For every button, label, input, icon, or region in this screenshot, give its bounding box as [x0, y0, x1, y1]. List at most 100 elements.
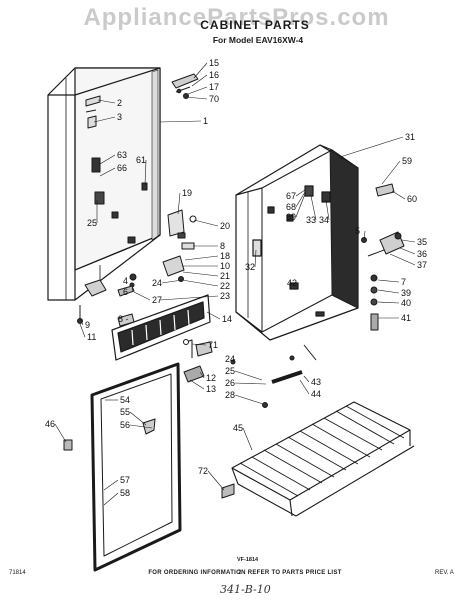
callout-leader	[103, 479, 119, 491]
callout-label: 40	[401, 298, 411, 308]
callout-leader	[363, 230, 366, 241]
callout-label: 23	[220, 291, 230, 301]
watermark: AppliancePartsPros.com	[83, 4, 390, 31]
handwritten-note: 341-B-10	[220, 583, 271, 596]
callout-label: 67	[286, 191, 296, 201]
ordering-note: FOR ORDERING INFORMATION REFER TO PARTS …	[148, 570, 342, 576]
callout-label: 17	[209, 82, 219, 92]
callout-label: 6	[123, 287, 128, 297]
callout-label: 46	[45, 419, 55, 429]
diagram-code: VF-1814	[237, 557, 259, 563]
callout-leader	[185, 96, 208, 100]
callout-label: 54	[120, 395, 130, 405]
callout-leader	[295, 189, 306, 197]
small-feet	[63, 439, 235, 499]
callout-label: 9	[85, 320, 90, 330]
callout-label: 39	[401, 288, 411, 298]
latch-parts	[183, 339, 213, 383]
lower-liner	[235, 144, 359, 341]
callout-label: 25	[225, 366, 235, 376]
callout-leader	[99, 154, 116, 165]
callout-leader	[191, 343, 207, 346]
callout-leader	[391, 190, 406, 200]
callout-label: 20	[220, 221, 230, 231]
callout-label: 7	[401, 277, 406, 287]
callout-label: 14	[222, 314, 232, 324]
callout-label: 58	[120, 488, 130, 498]
callout-leader	[125, 318, 129, 321]
callout-label: 16	[209, 70, 219, 80]
callout-leader	[339, 136, 404, 158]
callout-label: 32	[245, 262, 255, 272]
callout-leader	[129, 411, 147, 426]
callout-leader	[93, 116, 116, 123]
callout-leader	[401, 239, 416, 243]
callout-label: 56	[120, 420, 130, 430]
callout-leader	[381, 160, 401, 185]
toe-grille	[111, 294, 211, 361]
callout-label: 57	[120, 475, 130, 485]
callout-label: 13	[206, 384, 216, 394]
callout-label: 19	[182, 188, 192, 198]
callout-label: 5	[355, 226, 360, 236]
callout-leader	[234, 394, 264, 405]
callout-leader	[99, 167, 116, 177]
callout-label: 36	[417, 249, 427, 259]
callout-leader	[242, 427, 253, 451]
callout-leader	[377, 289, 400, 294]
callout-label: 35	[417, 237, 427, 247]
callout-leader	[187, 86, 208, 95]
callout-label: 26	[225, 378, 235, 388]
callout-leader	[54, 423, 67, 443]
callout-label: 60	[407, 194, 417, 204]
callout-label: 33	[306, 215, 316, 225]
callout-leader	[399, 247, 416, 255]
callout-leader	[291, 282, 298, 285]
callout-label: 28	[225, 390, 235, 400]
callout-leader	[234, 382, 267, 385]
bottom-rail	[230, 344, 317, 408]
callout-label: 21	[220, 271, 230, 281]
callout-leader	[206, 311, 221, 320]
callout-label: 24	[152, 278, 162, 288]
model-subtitle: For Model EAV16XW-4	[212, 35, 304, 45]
callout-leader	[144, 159, 147, 186]
callout-label: 68	[286, 202, 296, 212]
footer-page-id: 71814	[9, 570, 26, 576]
inner-brackets	[85, 95, 148, 244]
callout-label: 18	[220, 251, 230, 261]
callout-leader	[254, 249, 257, 268]
callout-leader	[199, 371, 205, 379]
callout-label: 61	[136, 155, 146, 165]
callout-leader	[133, 291, 151, 301]
callout-leader	[193, 219, 219, 227]
callout-label: 44	[311, 389, 321, 399]
callout-leader	[177, 192, 181, 215]
revision-mark: REV. A	[435, 570, 454, 576]
wire-shelf	[231, 401, 415, 517]
callout-leader	[207, 470, 225, 491]
callout-label: 1	[203, 116, 208, 126]
callout-leader	[299, 379, 310, 395]
callout-label: 55	[120, 407, 130, 417]
diagram-title: CABINET PARTS	[200, 18, 310, 32]
callout-leader	[234, 370, 263, 381]
callout-label: 59	[402, 156, 412, 166]
callout-label: 69	[286, 212, 296, 222]
callout-leader	[97, 99, 116, 104]
callout-leader	[79, 317, 84, 326]
callout-label: 42	[287, 278, 297, 288]
callout-label: 8	[118, 314, 123, 324]
callout-label: 11	[87, 332, 96, 342]
callout-label: 25	[87, 218, 97, 228]
door-gasket-frame	[90, 362, 182, 572]
callout-label: 72	[198, 466, 208, 476]
callout-label: 70	[209, 94, 219, 104]
callout-label: 71	[208, 340, 218, 350]
callout-leader	[193, 62, 208, 79]
callout-leader	[377, 279, 400, 283]
callout-leader	[161, 279, 183, 284]
callout-label: 43	[311, 377, 321, 387]
callout-leader	[191, 74, 208, 87]
